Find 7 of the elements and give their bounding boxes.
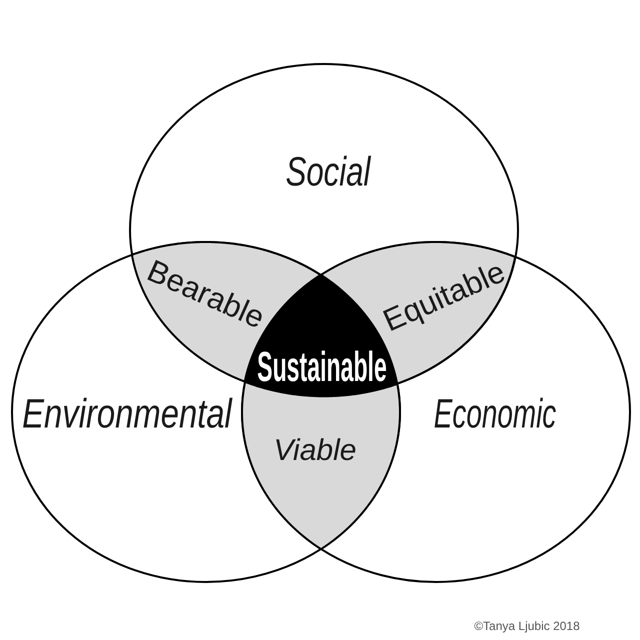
circle-label: Social (286, 152, 370, 192)
region-label: Viable (274, 436, 356, 466)
region-label: Sustainable (257, 346, 387, 388)
overlap-region (241, 380, 401, 550)
circle-label: Economic (434, 394, 556, 434)
circle-label: Environmental (22, 394, 232, 434)
copyright-note: ©Tanya Ljubic 2018 (474, 620, 580, 632)
